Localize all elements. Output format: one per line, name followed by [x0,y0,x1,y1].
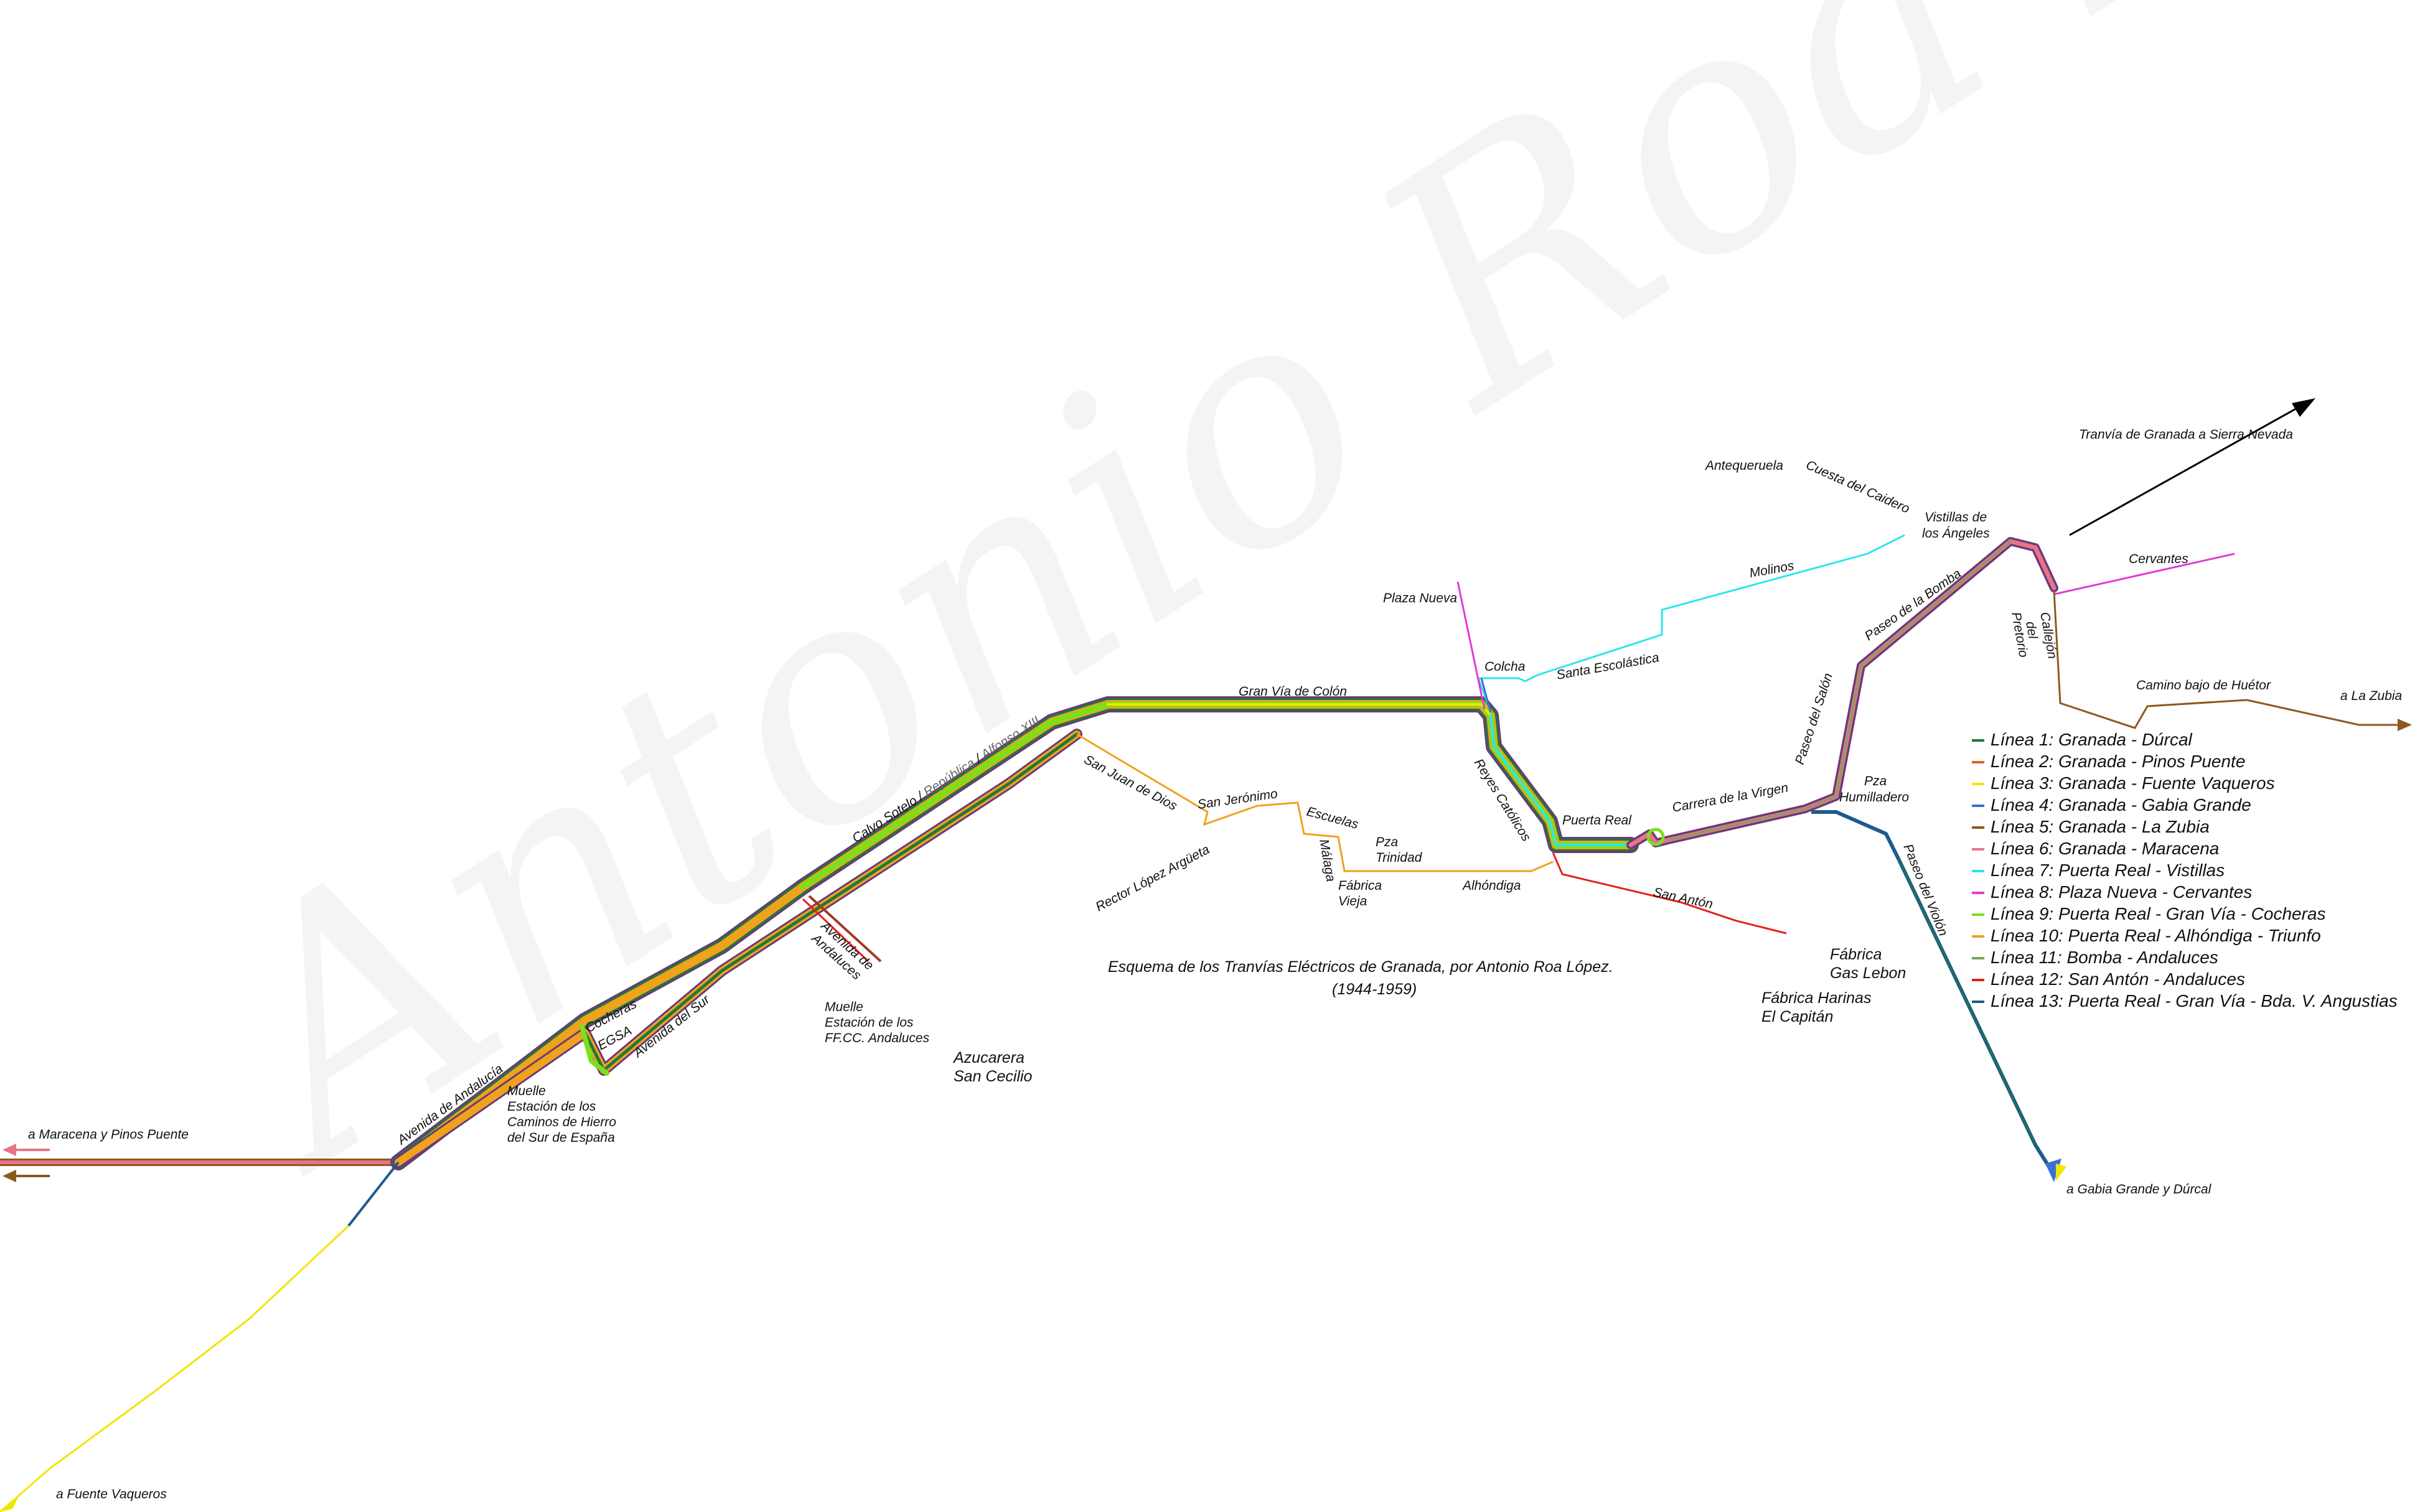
label-cervantes: Cervantes [2129,552,2188,566]
label-vistillas-1: Vistillas de [1925,510,1987,525]
legend-item: Línea 5: Granada - La Zubia [1991,817,2210,836]
label-dest-maracena: a Maracena y Pinos Puente [28,1127,189,1142]
route-line10-alhondiga [1076,733,1554,872]
route-line5-la-zubia [2053,590,2360,729]
arrow-sierra-nevada-icon [2292,398,2315,417]
label-muelle-and-2: Estación de los [825,1015,914,1030]
label-gas-lebon-2: Gas Lebon [1830,964,1906,982]
label-pza-humilladero-2: Humilladero [1839,790,1909,805]
label-pza-trinidad-2: Trinidad [1376,851,1423,865]
label-san-anton: San Antón [1652,885,1714,912]
legend-item: Línea 1: Granada - Dúrcal [1991,730,2193,749]
route-andaluces-spur [808,895,882,963]
route-line13-gabia [1811,810,2053,1171]
label-muelle-sur-4: del Sur de España [507,1131,615,1145]
legend-item: Línea 3: Granada - Fuente Vaqueros [1991,773,2275,793]
label-gas-lebon-1: Fábrica [1830,946,1882,963]
label-colcha: Colcha [1484,660,1525,674]
label-pza-humilladero-1: Pza [1864,774,1887,788]
label-muelle-and-1: Muelle [825,1000,863,1014]
label-dest-gabia: a Gabia Grande y Dúrcal [2066,1182,2212,1197]
label-muelle-sur-2: Estación de los [507,1099,596,1114]
route-line12-san-anton [1552,852,1787,935]
label-dest-la-zubia: a La Zubia [2340,689,2402,703]
legend-item: Línea 11: Bomba - Andaluces [1991,948,2218,967]
label-muelle-sur-3: Caminos de Hierro [507,1115,616,1129]
route-line3-fuente-vaqueros [0,1162,400,1512]
label-alhondiga: Alhóndiga [1461,879,1521,893]
label-paseo-violon: Paseo del Violón [1900,842,1950,938]
label-vistillas-2: los Ángeles [1922,526,1990,541]
arrow-gabia-icon [2045,1159,2066,1182]
label-carrera-virgen: Carrera de la Virgen [1671,781,1789,815]
label-molinos: Molinos [1748,559,1796,581]
legend-item: Línea 12: San Antón - Andaluces [1991,969,2245,989]
label-muelle-and-3: FF.CC. Andaluces [825,1031,930,1045]
legend-item: Línea 7: Puerta Real - Vistillas [1991,861,2225,880]
label-harinas-2: El Capitán [1761,1008,1833,1025]
route-cocheras-loop [579,1024,609,1076]
label-plaza-nueva: Plaza Nueva [1383,591,1457,605]
label-pza-trinidad-1: Pza [1376,835,1398,849]
label-fabrica-vieja-1: Fábrica [1338,879,1382,893]
legend-item: Línea 9: Puerta Real - Gran Vía - Cocher… [1991,904,2326,923]
route-line8-plaza-nueva [1456,581,1486,710]
label-gran-via: Gran Vía de Colón [1239,684,1347,699]
label-rector: Rector López Argüeta [1094,842,1212,915]
watermark: Antonio Roa López [139,0,2420,1241]
main-corridor [0,537,2058,1170]
route-line7-vistillas [1476,534,1905,704]
legend-item: Línea 6: Granada - Maracena [1991,839,2219,858]
map-title: Esquema de los Tranvías Eléctricos de Gr… [1108,958,1613,976]
label-escuelas: Escuelas [1305,805,1361,832]
label-malaga: Málaga [1316,838,1338,883]
label-callejon-2: del [2023,620,2040,641]
arrow-la-zubia-icon [2359,719,2412,731]
legend-item: Línea 2: Granada - Pinos Puente [1991,752,2245,771]
label-cuesta-caidero: Cuesta del Caidero [1804,458,1912,516]
legend-item: Línea 4: Granada - Gabia Grande [1991,795,2251,814]
label-harinas-1: Fábrica Harinas [1761,989,1871,1007]
label-azucarera-1: Azucarera [952,1049,1025,1066]
label-san-juan-dios: San Juan de Dios [1082,752,1180,813]
label-santa-escolastica: Santa Escolástica [1555,650,1660,683]
label-puerta-real: Puerta Real [1562,813,1632,828]
legend-item: Línea 13: Puerta Real - Gran Vía - Bda. … [1991,991,2398,1010]
label-fabrica-vieja-2: Vieja [1338,894,1367,908]
label-muelle-sur-1: Muelle [507,1084,546,1098]
arrow-maracena-icon [2,1144,50,1182]
label-paseo-salon: Paseo del Salón [1793,671,1836,767]
label-antequeruela: Antequeruela [1704,459,1783,473]
legend-item: Línea 10: Puerta Real - Alhóndiga - Triu… [1991,926,2321,945]
map-title-years: (1944-1959) [1332,981,1417,998]
label-dest-fuente-vaqueros: a Fuente Vaqueros [56,1487,167,1501]
label-azucarera-2: San Cecilio [954,1068,1033,1085]
legend-item: Línea 8: Plaza Nueva - Cervantes [1991,882,2252,902]
arrow-fuente-vaqueros-icon [0,1496,19,1512]
route-line8-cervantes [2053,553,2235,595]
label-dest-sierra-nevada: Tranvía de Granada a Sierra Nevada [2079,427,2293,442]
label-paseo-bomba: Paseo de la Bomba [1862,566,1964,643]
label-callejon-3: Pretorio [2009,611,2030,659]
label-san-jeronimo: San Jerónimo [1196,786,1278,812]
route-sierra-nevada [2069,400,2310,536]
label-camino-huetor: Camino bajo de Huétor [2136,678,2271,693]
